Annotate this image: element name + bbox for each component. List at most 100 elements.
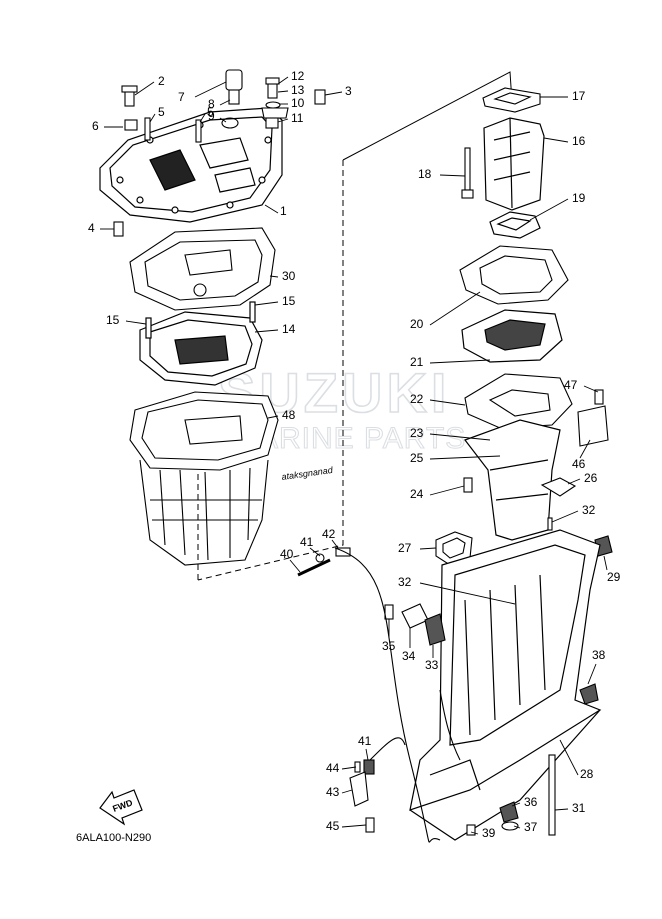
- callout-6: 6: [92, 119, 99, 133]
- leader-line-5: [149, 113, 156, 123]
- leader-line-22: [429, 399, 466, 406]
- callout-45: 45: [326, 819, 340, 833]
- callout-4: 4: [88, 221, 95, 235]
- leader-line-43: [341, 789, 353, 794]
- leader-line-44: [341, 766, 357, 770]
- leader-line-3: [324, 91, 343, 96]
- leader-line-21: [429, 359, 491, 364]
- callout-36: 36: [524, 795, 538, 809]
- leader-line-32: [419, 582, 516, 605]
- leader-line-39: [470, 831, 479, 835]
- callout-47: 47: [564, 378, 578, 392]
- exhaust-16-part: [483, 117, 545, 211]
- leader-line-14: [254, 329, 279, 333]
- callout-41: 41: [358, 734, 372, 748]
- oil-pan-part: [139, 459, 269, 566]
- callout-42: 42: [322, 527, 336, 541]
- leader-line-8: [219, 99, 231, 106]
- callout-40: 40: [280, 547, 294, 561]
- leader-line-28: [559, 739, 579, 776]
- leader-line-12: [277, 76, 289, 85]
- leader-line-2: [134, 81, 155, 96]
- callout-48: 48: [282, 408, 296, 422]
- callout-23: 23: [410, 426, 424, 440]
- leader-line-32: [551, 510, 579, 523]
- callout-15: 15: [282, 294, 296, 308]
- leader-line-36: [511, 802, 521, 807]
- callout-19: 19: [572, 191, 586, 205]
- top-fasteners: [113, 69, 326, 237]
- leader-line-26: [567, 478, 581, 485]
- lower-case-28-part: [409, 529, 602, 841]
- callout-5: 5: [207, 105, 214, 119]
- leader-line-16: [543, 137, 569, 143]
- leader-line-42: [331, 539, 339, 549]
- callout-25: 25: [410, 451, 424, 465]
- bolt-18-part: [461, 147, 474, 199]
- small-parts-lower: [297, 547, 599, 843]
- callout-32: 32: [582, 503, 596, 517]
- diagram-code: 6ALA100-N290: [76, 832, 151, 844]
- callout-27: 27: [398, 541, 412, 555]
- leader-line-24: [429, 485, 465, 496]
- leader-line-25: [429, 455, 501, 460]
- callout-44: 44: [326, 761, 340, 775]
- leader-line-40: [289, 559, 301, 573]
- leader-line-30: [269, 275, 279, 278]
- leader-line-19: [529, 198, 569, 221]
- leader-line-46: [579, 439, 591, 459]
- leader-line-1: [264, 204, 279, 214]
- callout-20: 20: [410, 317, 424, 331]
- callout-32: 32: [398, 575, 412, 589]
- leader-line-38: [587, 663, 597, 685]
- leader-line-18: [439, 174, 466, 177]
- callout-37: 37: [524, 820, 538, 834]
- callout-30: 30: [282, 269, 296, 283]
- leader-line-37: [513, 825, 521, 829]
- leader-line-47: [583, 385, 599, 393]
- gasket-20-part: [459, 245, 569, 305]
- callout-15: 15: [106, 313, 120, 327]
- callout-21: 21: [410, 355, 424, 369]
- callout-38: 38: [592, 648, 606, 662]
- callout-10: 10: [291, 96, 305, 110]
- gasket-22-part: [464, 373, 573, 429]
- callout-24: 24: [410, 487, 424, 501]
- seal-19-part: [489, 211, 541, 239]
- callout-28: 28: [580, 767, 594, 781]
- callout-41: 41: [300, 535, 314, 549]
- gasket-30-part: [129, 227, 276, 311]
- callout-17: 17: [572, 89, 586, 103]
- callout-46: 46: [572, 457, 586, 471]
- callout-14: 14: [282, 322, 296, 336]
- callout-18: 18: [418, 167, 432, 181]
- leader-line-15: [254, 301, 279, 306]
- callout-8: 8: [208, 97, 215, 111]
- leader-line-5: [199, 113, 206, 123]
- callout-12: 12: [291, 69, 305, 83]
- leader-line-27: [419, 547, 437, 550]
- callout-2: 2: [158, 74, 165, 88]
- callout-29: 29: [607, 570, 621, 584]
- leader-line-45: [341, 824, 367, 828]
- callout-3: 3: [345, 84, 352, 98]
- fwd-arrow: FWD: [99, 789, 143, 826]
- callout-1: 1: [280, 204, 287, 218]
- leader-lines: [100, 76, 608, 835]
- callout-22: 22: [410, 392, 424, 406]
- leader-line-11: [277, 118, 289, 123]
- leader-line-20: [429, 291, 481, 326]
- callout-43: 43: [326, 785, 340, 799]
- leader-line-7: [194, 81, 227, 98]
- callout-5: 5: [158, 105, 165, 119]
- plate-21-part: [461, 309, 563, 363]
- gasket-17-part: [482, 87, 541, 113]
- callout-26: 26: [584, 471, 598, 485]
- callout-39: 39: [482, 826, 496, 840]
- leader-line-23: [429, 433, 491, 441]
- gasket-48-part: [129, 391, 279, 471]
- adapter-14-part: [139, 301, 263, 386]
